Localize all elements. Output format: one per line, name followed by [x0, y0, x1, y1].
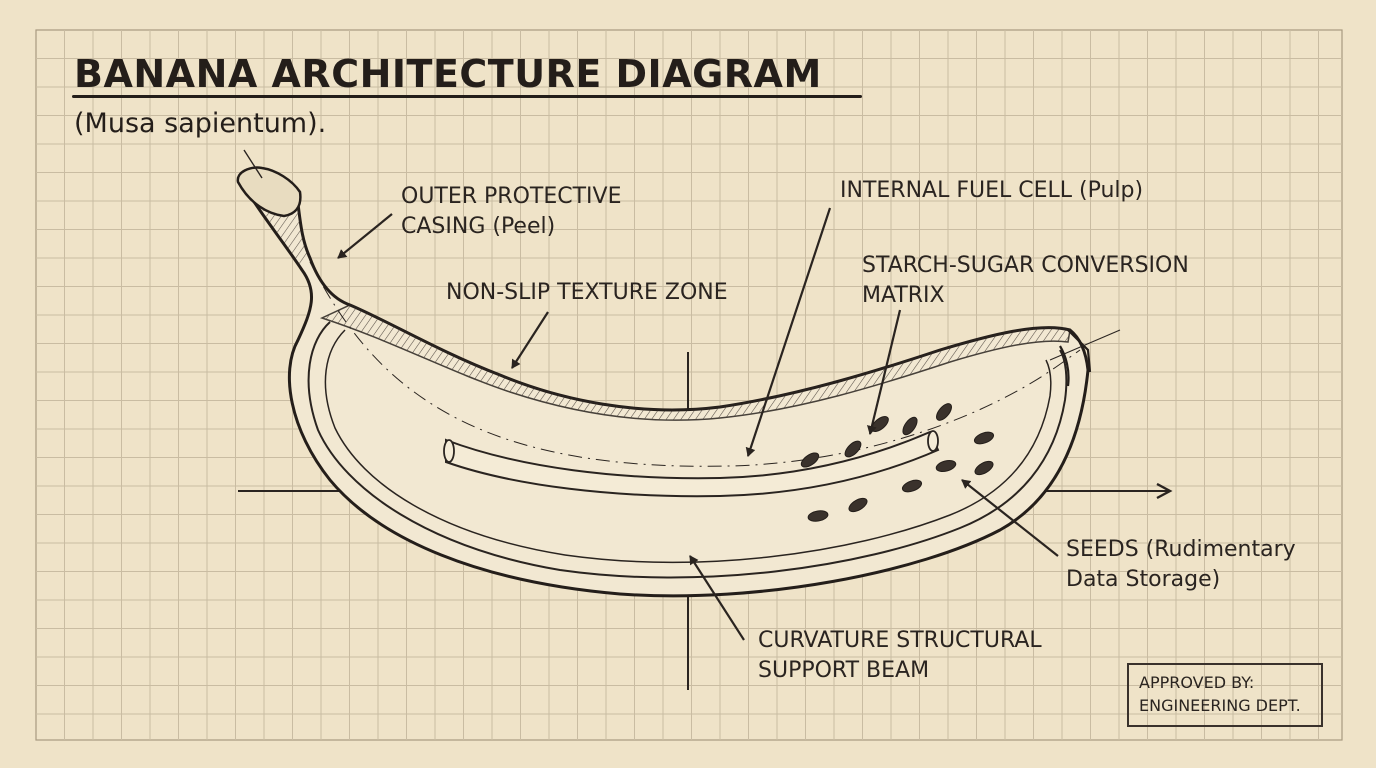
stem-end-cap [1059, 329, 1092, 387]
label-pulp: INTERNAL FUEL CELL (Pulp) [840, 178, 1144, 203]
stamp-line2: ENGINEERING DEPT. [1139, 696, 1301, 715]
arrow-starch [867, 309, 902, 435]
label-peel-line1: OUTER PROTECTIVE [401, 184, 622, 209]
arrow-texture [511, 311, 549, 369]
arrow-seeds [961, 479, 1059, 557]
banana-peel-outline [242, 178, 1090, 598]
label-curvature-line2: SUPPORT BEAM [758, 658, 930, 683]
seed [807, 510, 829, 522]
arrow-peel [337, 213, 393, 259]
label-seeds-line1: SEEDS (Rudimentary [1066, 537, 1296, 562]
label-peel-line2: CASING (Peel) [401, 214, 556, 239]
end-axis-line [1049, 329, 1121, 361]
seed [973, 431, 995, 445]
label-starch: STARCH-SUGAR CONVERSION MATRIX [862, 251, 1189, 311]
stamp-line1: APPROVED BY: [1139, 673, 1255, 692]
label-peel: OUTER PROTECTIVE CASING (Peel) [401, 182, 621, 242]
approval-stamp: APPROVED BY: ENGINEERING DEPT. [1127, 663, 1323, 727]
core-end-left [443, 439, 455, 463]
stem-tip [236, 166, 302, 218]
seed [844, 440, 862, 458]
label-starch-line2: MATRIX [862, 283, 945, 308]
seed [935, 460, 957, 472]
central-core-tube [445, 430, 940, 498]
seed [902, 416, 918, 436]
grid-frame [35, 29, 1343, 741]
page-title: BANANA ARCHITECTURE DIAGRAM [74, 52, 822, 96]
page-subtitle: (Musa sapientum). [74, 108, 327, 139]
arrow-pulp [745, 207, 832, 457]
seed [936, 403, 952, 421]
seed [974, 460, 994, 476]
arrow-curvature [689, 555, 745, 641]
seed [901, 479, 923, 493]
seed [848, 497, 868, 513]
stem-hatch-line [243, 149, 263, 179]
pulp-edge [324, 329, 1052, 563]
label-curvature: CURVATURE STRUCTURAL SUPPORT BEAM [758, 626, 1042, 686]
label-starch-line1: STARCH-SUGAR CONVERSION [862, 253, 1189, 278]
peel-inner-edge [307, 321, 1068, 579]
non-slip-texture-band [319, 304, 1071, 421]
core-end-right [927, 430, 939, 452]
title-underline [72, 95, 862, 98]
label-curvature-line1: CURVATURE STRUCTURAL [758, 628, 1042, 653]
seed [800, 452, 820, 468]
label-texture: NON-SLIP TEXTURE ZONE [446, 280, 728, 305]
label-seeds-line2: Data Storage) [1066, 567, 1221, 592]
label-seeds: SEEDS (Rudimentary Data Storage) [1066, 535, 1296, 595]
